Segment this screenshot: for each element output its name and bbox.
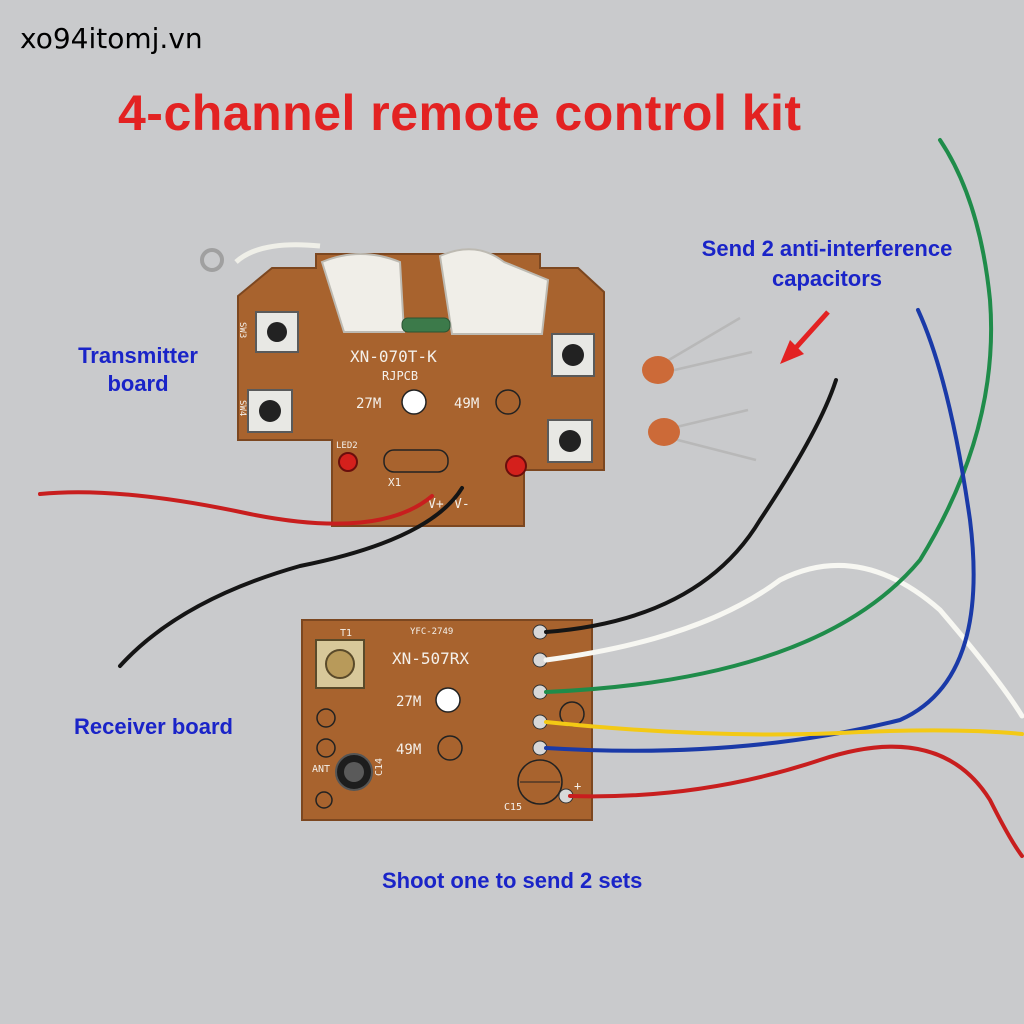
- tx-pcb-text: RJPCB: [382, 369, 418, 383]
- rx-code-text: YFC-2749: [410, 627, 453, 637]
- page-title: 4-channel remote control kit: [118, 85, 802, 141]
- rx-freq-49m: 49M: [396, 742, 421, 758]
- rx-freq-27m: 27M: [396, 694, 421, 710]
- shoot-caption: Shoot one to send 2 sets: [382, 868, 643, 893]
- tx-sw4-label: SW4: [237, 400, 247, 416]
- tx-freq-27m: 27M: [356, 396, 381, 412]
- tx-led-label: LED2: [336, 441, 358, 451]
- tx-freq-49m: 49M: [454, 396, 479, 412]
- rx-model-text: XN-507RX: [392, 649, 469, 668]
- tx-model-text: XN-070T-K: [350, 347, 437, 366]
- receiver-board: YFC-2749 XN-507RX 27M 49M T1 ANT C14 C15…: [301, 619, 593, 821]
- rx-ant-label: ANT: [312, 764, 330, 775]
- rx-t1-label: T1: [340, 628, 352, 639]
- receiver-label: Receiver board: [74, 714, 233, 739]
- wires: [38, 138, 1024, 858]
- watermark: xo94itomj.vn: [20, 22, 203, 55]
- tx-vplus-label: V+: [428, 497, 444, 512]
- rx-c15-label: C15: [504, 802, 522, 813]
- tx-crystal-label: X1: [388, 476, 401, 489]
- arrow-icon: [780, 310, 830, 364]
- transmitter-board: XN-070T-K RJPCB 27M 49M X1 V+ V- LED2 SW…: [200, 242, 605, 527]
- capacitors: [642, 316, 757, 462]
- rx-c14-label: C14: [374, 758, 385, 776]
- tx-sw3-label: SW3: [237, 322, 247, 338]
- tx-vminus-label: V-: [454, 497, 470, 512]
- transmitter-label: Transmitter board: [78, 343, 198, 396]
- rx-plus-label: +: [574, 779, 581, 793]
- capacitors-label: Send 2 anti-interference capacitors: [701, 236, 953, 291]
